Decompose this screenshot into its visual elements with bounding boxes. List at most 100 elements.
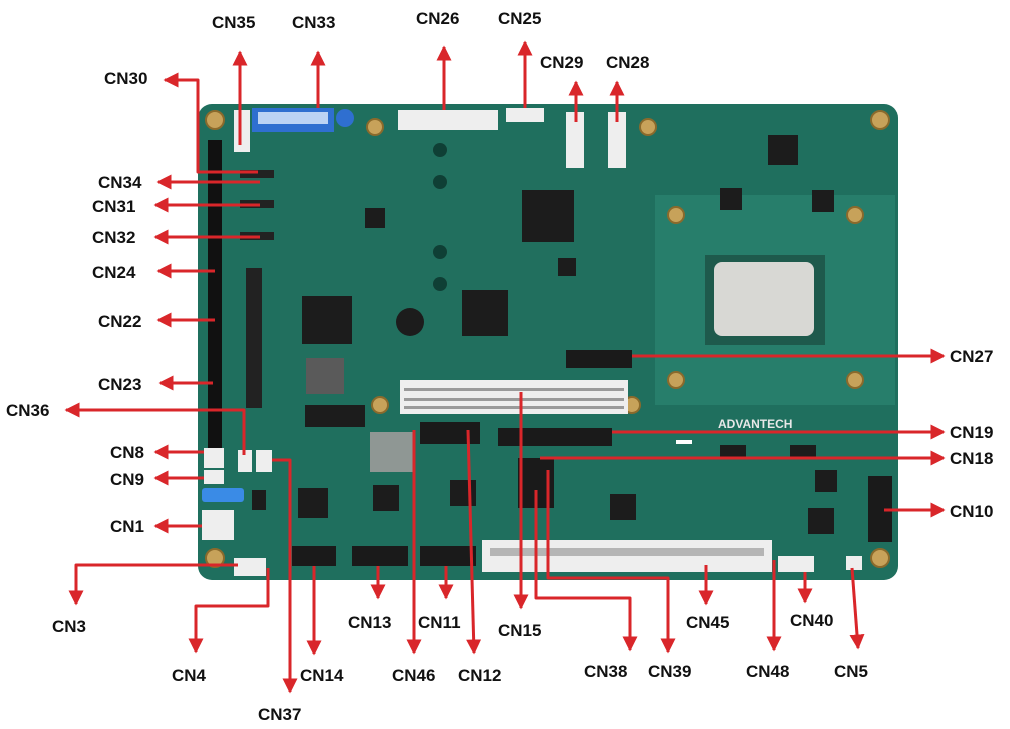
mount-hole — [205, 548, 225, 568]
arrow-cn37 — [272, 458, 298, 694]
connector-cn13 — [352, 546, 408, 566]
pin-header — [246, 268, 262, 408]
chip — [610, 494, 636, 520]
connector-cn1 — [202, 510, 234, 540]
chip — [370, 432, 414, 472]
pin-row — [404, 406, 624, 409]
label-cn25: CN25 — [498, 9, 541, 28]
arrow-cn36 — [64, 402, 246, 455]
battery — [336, 109, 354, 127]
mount-hole — [667, 206, 685, 224]
mount-hole — [846, 206, 864, 224]
arrow-cn3 — [68, 563, 238, 606]
cpu-die — [714, 262, 814, 336]
mount-hole — [366, 118, 384, 136]
connector-cn29 — [566, 112, 584, 168]
label-cn3: CN3 — [52, 617, 86, 636]
chip — [720, 188, 742, 210]
label-cn34: CN34 — [98, 173, 142, 192]
connector-cn45-slot — [490, 548, 764, 556]
chip — [302, 296, 352, 344]
inductor — [306, 358, 344, 394]
connector-cn5 — [846, 556, 862, 570]
vias — [433, 143, 447, 291]
board-marking — [676, 440, 692, 444]
label-cn9: CN9 — [110, 470, 144, 489]
connector-cn40 — [778, 556, 814, 572]
label-cn48: CN48 — [746, 662, 789, 681]
pin-row — [404, 398, 624, 401]
label-cn40: CN40 — [790, 611, 833, 630]
label-cn23: CN23 — [98, 375, 141, 394]
chip — [305, 405, 365, 427]
mount-hole — [846, 371, 864, 389]
connector-cn46 — [420, 422, 480, 444]
label-cn26: CN26 — [416, 9, 459, 28]
chip — [720, 445, 746, 457]
pin-header — [240, 170, 274, 178]
pin-row — [404, 388, 624, 391]
connector-cn28 — [608, 112, 626, 168]
connector-cn19 — [498, 428, 612, 446]
label-cn29: CN29 — [540, 53, 583, 72]
chip — [450, 480, 476, 506]
board-brand: ADVANTECH — [718, 417, 792, 431]
mount-hole — [639, 118, 657, 136]
callout-labels: CN35 CN33 CN26 CN25 CN29 CN28 CN30 CN34 … — [6, 9, 993, 724]
label-cn39: CN39 — [648, 662, 691, 681]
connector-cn36 — [238, 450, 252, 472]
mount-hole — [870, 548, 890, 568]
left-header-strip — [208, 140, 222, 450]
chip — [808, 508, 834, 534]
connector-cn11 — [420, 546, 476, 566]
via — [433, 175, 447, 189]
cn15-pins — [404, 388, 624, 409]
jumper-blue — [202, 488, 244, 502]
chip — [812, 190, 834, 212]
label-cn28: CN28 — [606, 53, 649, 72]
label-cn11: CN11 — [418, 613, 461, 632]
label-cn31: CN31 — [92, 197, 135, 216]
connector-cn14 — [292, 546, 336, 566]
label-cn1: CN1 — [110, 517, 144, 536]
connector-cn37 — [256, 450, 272, 472]
label-cn24: CN24 — [92, 263, 136, 282]
label-cn27: CN27 — [950, 347, 993, 366]
connector-cn26 — [398, 110, 498, 130]
chips — [252, 135, 837, 534]
label-cn37: CN37 — [258, 705, 301, 724]
label-cn46: CN46 — [392, 666, 435, 685]
inductor — [396, 308, 424, 336]
connector-cn9 — [204, 470, 224, 484]
via — [433, 143, 447, 157]
label-cn13: CN13 — [348, 613, 391, 632]
label-cn5: CN5 — [834, 662, 868, 681]
connector-cn33-inner — [258, 112, 328, 124]
label-cn10: CN10 — [950, 502, 993, 521]
label-cn12: CN12 — [458, 666, 501, 685]
connector-cn27 — [566, 350, 632, 368]
label-cn36: CN36 — [6, 401, 49, 420]
mount-hole — [870, 110, 890, 130]
label-cn30: CN30 — [104, 69, 147, 88]
chip — [558, 258, 576, 276]
connector-cn25 — [506, 108, 544, 122]
label-cn32: CN32 — [92, 228, 135, 247]
label-cn4: CN4 — [172, 666, 207, 685]
mounting-holes — [205, 110, 890, 568]
chip — [815, 470, 837, 492]
arrow-cn38 — [534, 490, 638, 652]
label-cn15: CN15 — [498, 621, 541, 640]
chip — [298, 488, 328, 518]
chip — [365, 208, 385, 228]
chip — [462, 290, 508, 336]
label-cn19: CN19 — [950, 423, 993, 442]
connector-cn3 — [234, 558, 266, 576]
mount-hole — [667, 371, 685, 389]
label-cn45: CN45 — [686, 613, 729, 632]
label-cn14: CN14 — [300, 666, 344, 685]
connector-cn8 — [204, 448, 224, 468]
arrow-cn39 — [546, 470, 676, 654]
arrow-cn5 — [849, 567, 865, 650]
chip — [522, 190, 574, 242]
